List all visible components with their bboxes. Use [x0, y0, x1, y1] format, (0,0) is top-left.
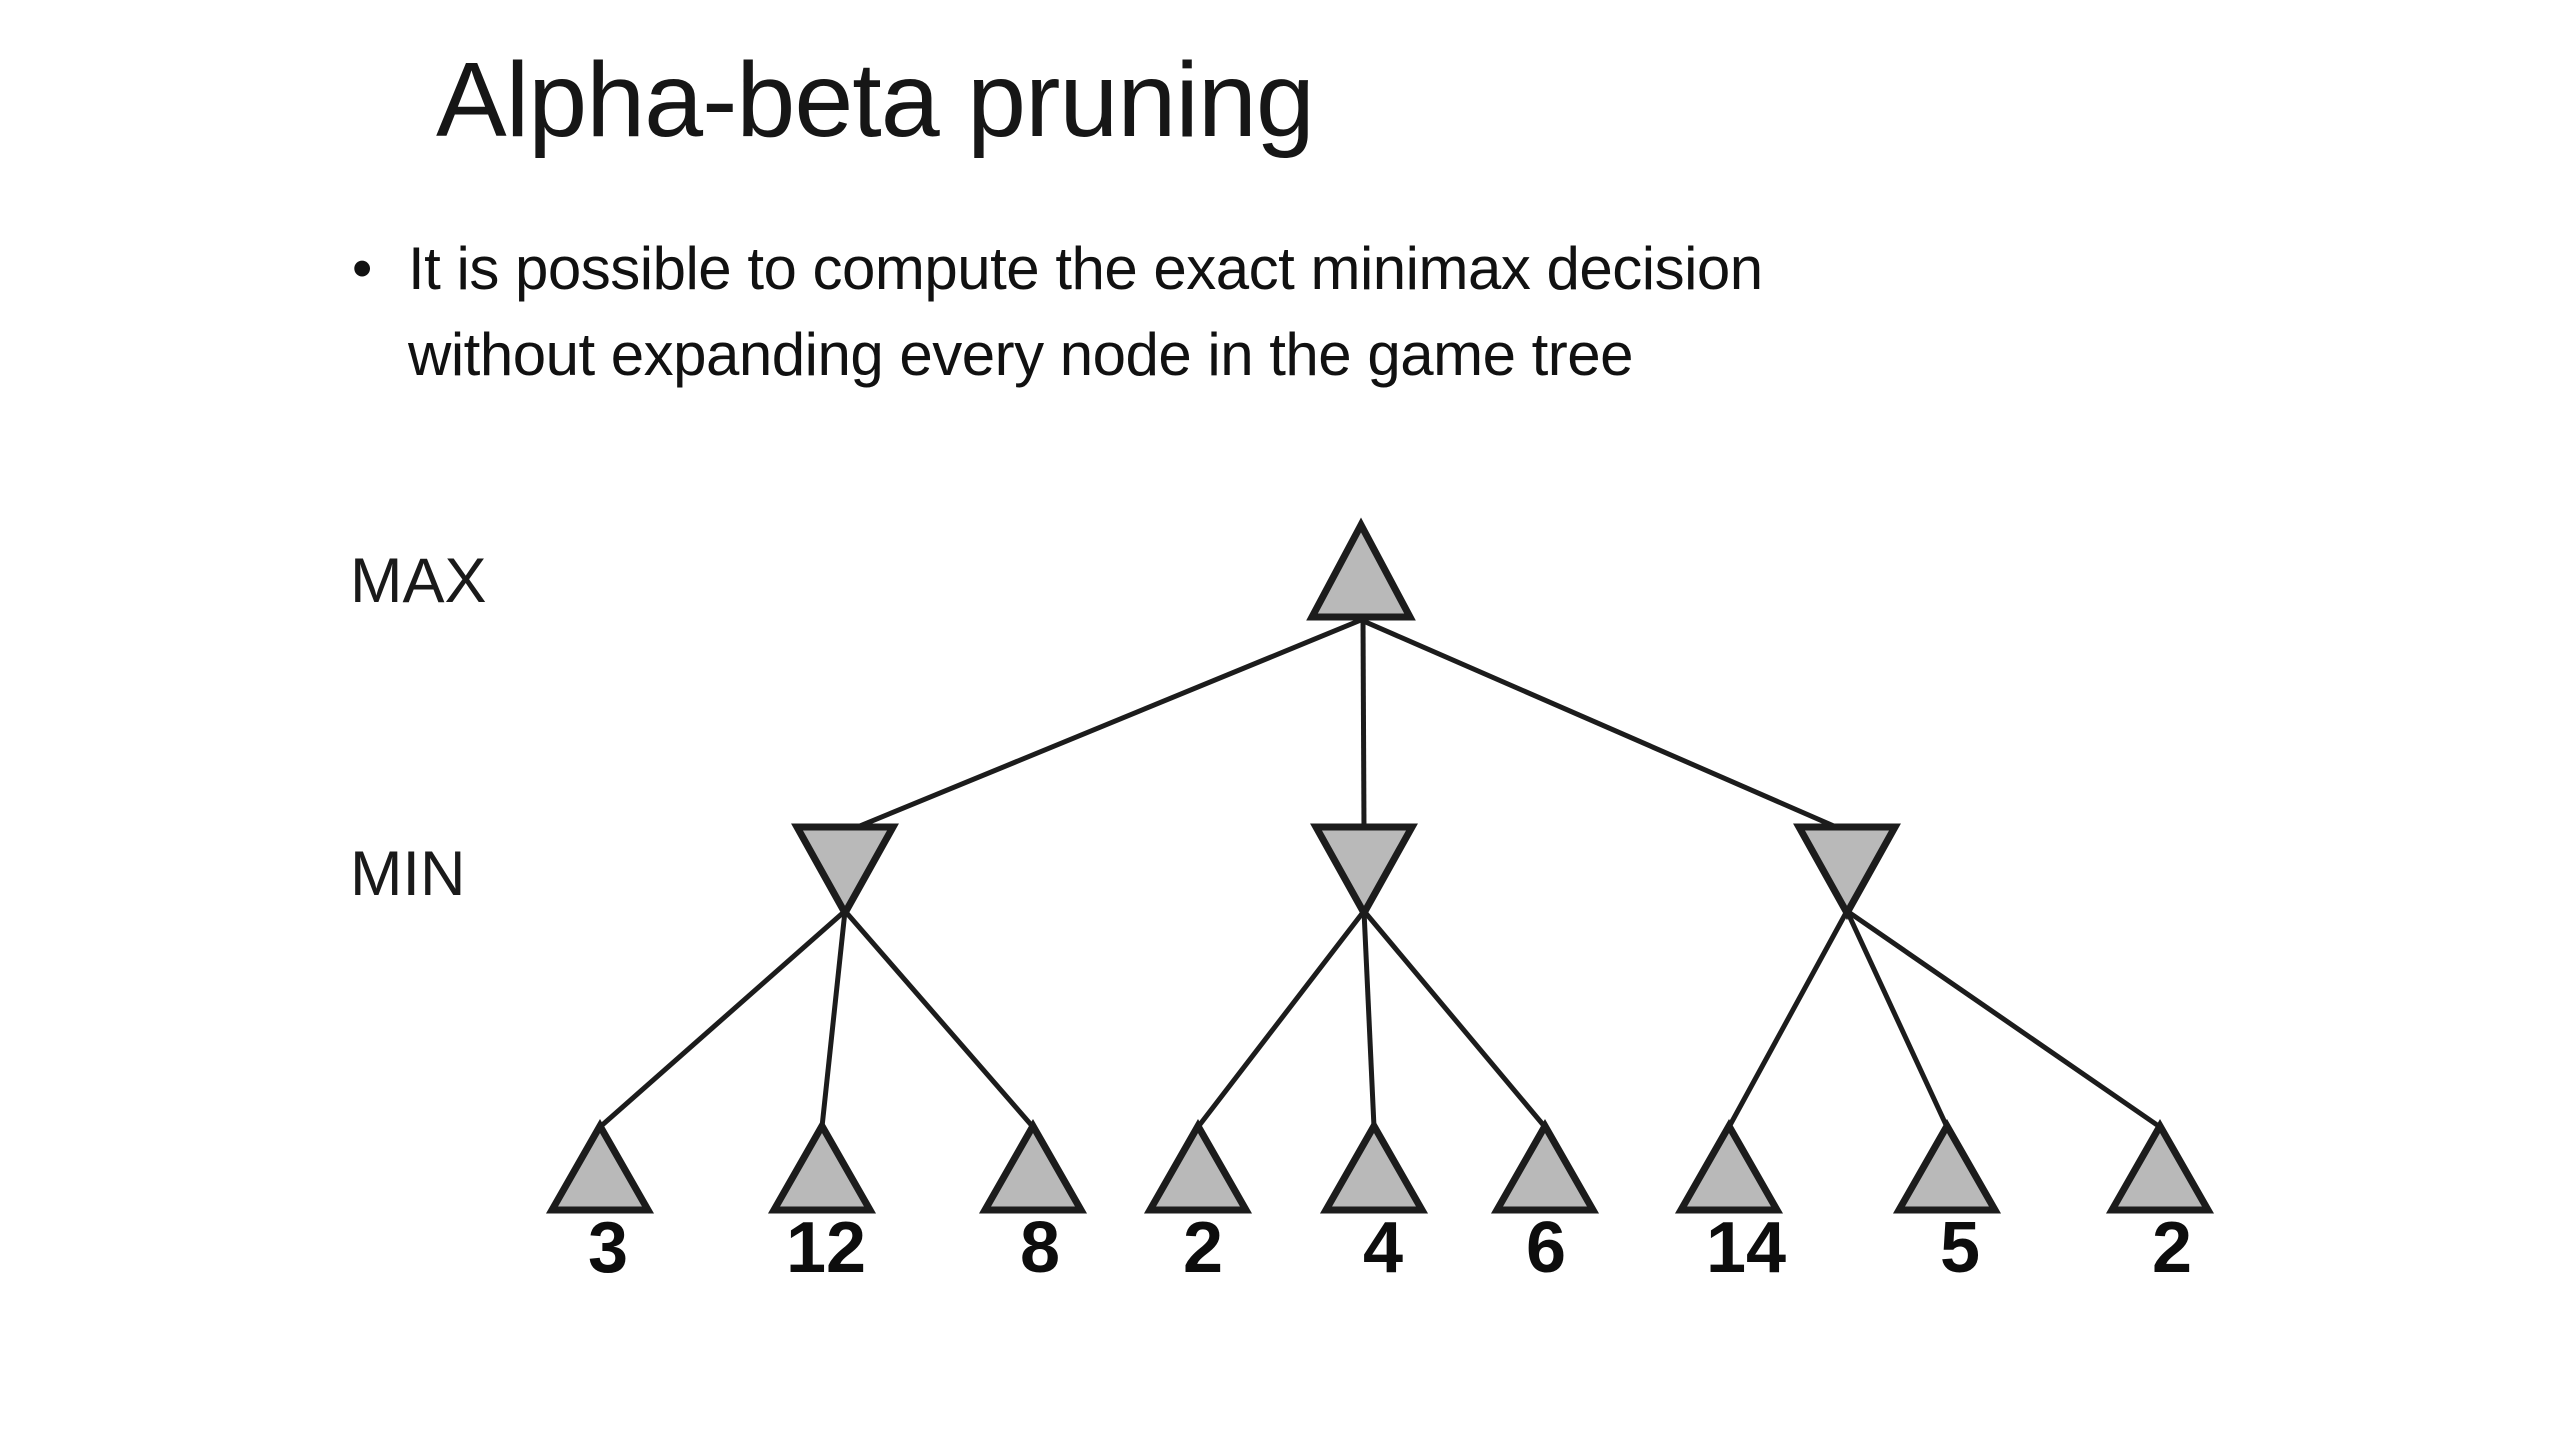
root-max-node [1306, 517, 1416, 621]
leaf-value-3: 8 [1020, 1208, 1060, 1288]
bullet-text-line-2: without expanding every node in the game… [408, 321, 1634, 388]
bullet-item: • It is possible to compute the exact mi… [352, 226, 1763, 398]
leaf-node-4 [1143, 1118, 1253, 1214]
tree-edges [598, 617, 2162, 1130]
tree-nodes [545, 517, 2215, 1214]
leaf-value-7: 14 [1706, 1208, 1786, 1288]
edge-min-2-leaf-4 [1196, 909, 1366, 1129]
min-level-label: MIN [350, 839, 465, 909]
edge-min-2-leaf-6 [1362, 909, 1547, 1129]
leaf-value-6: 6 [1526, 1208, 1566, 1288]
edge-root-min-2 [1360, 619, 1367, 831]
leaf-node-8 [1892, 1118, 2002, 1214]
max-level-label: MAX [350, 546, 487, 616]
bullet-text-line-1: It is possible to compute the exact mini… [408, 235, 1763, 302]
min-node-1 [791, 823, 899, 921]
bullet-text: It is possible to compute the exact mini… [408, 226, 1763, 398]
leaf-node-3 [978, 1118, 1088, 1214]
edge-min-1-leaf-2 [819, 910, 848, 1128]
edge-min-2-leaf-5 [1361, 910, 1377, 1128]
edge-min-1-leaf-1 [598, 909, 847, 1129]
leaf-value-4: 2 [1183, 1208, 1223, 1288]
edge-min-3-leaf-9 [1845, 908, 2162, 1130]
min-node-2 [1310, 823, 1418, 921]
leaf-value-5: 4 [1363, 1208, 1403, 1288]
edge-min-3-leaf-8 [1844, 909, 1950, 1129]
edge-root-min-1 [849, 617, 1362, 833]
leaf-node-9 [2105, 1118, 2215, 1214]
leaf-value-9: 2 [2152, 1208, 2192, 1288]
leaf-node-2 [767, 1118, 877, 1214]
leaf-node-6 [1490, 1118, 1600, 1214]
leaf-node-1 [545, 1118, 655, 1214]
edge-min-3-leaf-7 [1726, 909, 1850, 1129]
leaf-value-8: 5 [1940, 1208, 1980, 1288]
min-node-3 [1793, 823, 1901, 921]
page-title: Alpha-beta pruning [436, 41, 1315, 159]
leaf-value-2: 12 [786, 1208, 866, 1288]
bullet-marker: • [352, 236, 373, 301]
leaf-node-7 [1674, 1118, 1784, 1214]
edge-min-1-leaf-3 [843, 909, 1035, 1129]
leaf-value-1: 3 [588, 1208, 628, 1288]
leaf-node-5 [1319, 1118, 1429, 1214]
edge-root-min-3 [1360, 617, 1844, 833]
tree-leaf-values: 3 12 8 2 4 6 14 5 2 [588, 1208, 2192, 1288]
